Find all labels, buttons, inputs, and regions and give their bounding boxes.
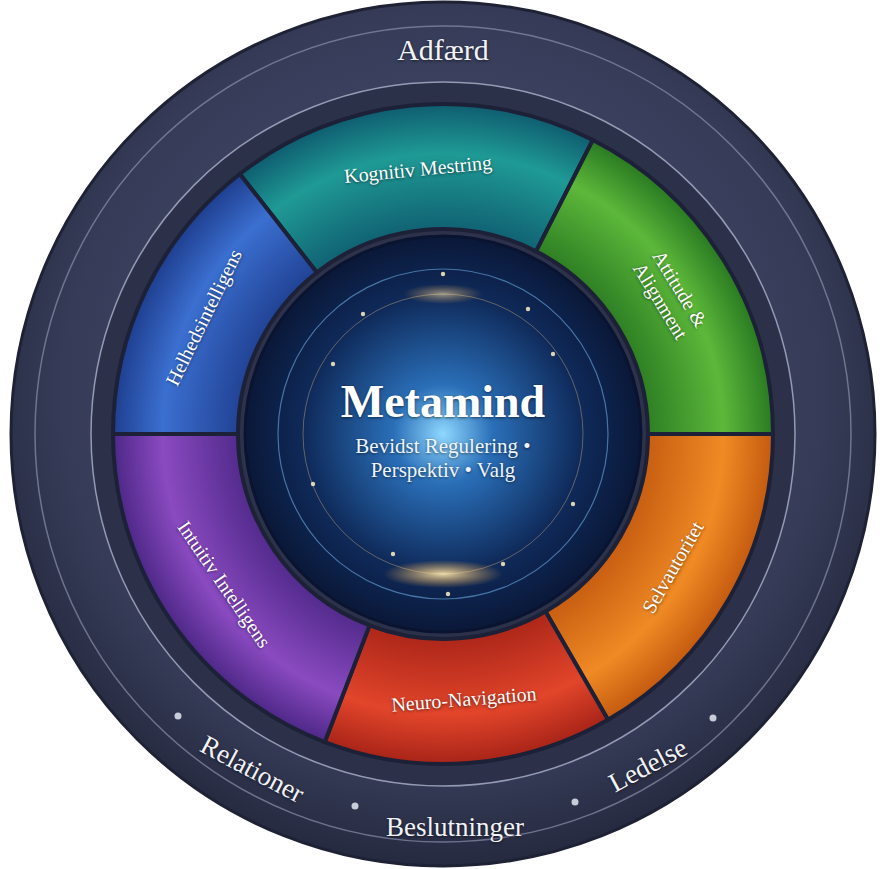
core-title: Metamind: [243, 376, 643, 429]
ring-title: Adfærd: [397, 33, 489, 68]
core-subtitle: Bevidst Regulering • Perspektiv • Valg: [328, 434, 558, 482]
outcome-label: Beslutninger: [386, 812, 524, 843]
core-circle: MetamindBevidst Regulering • Perspektiv …: [243, 234, 643, 634]
